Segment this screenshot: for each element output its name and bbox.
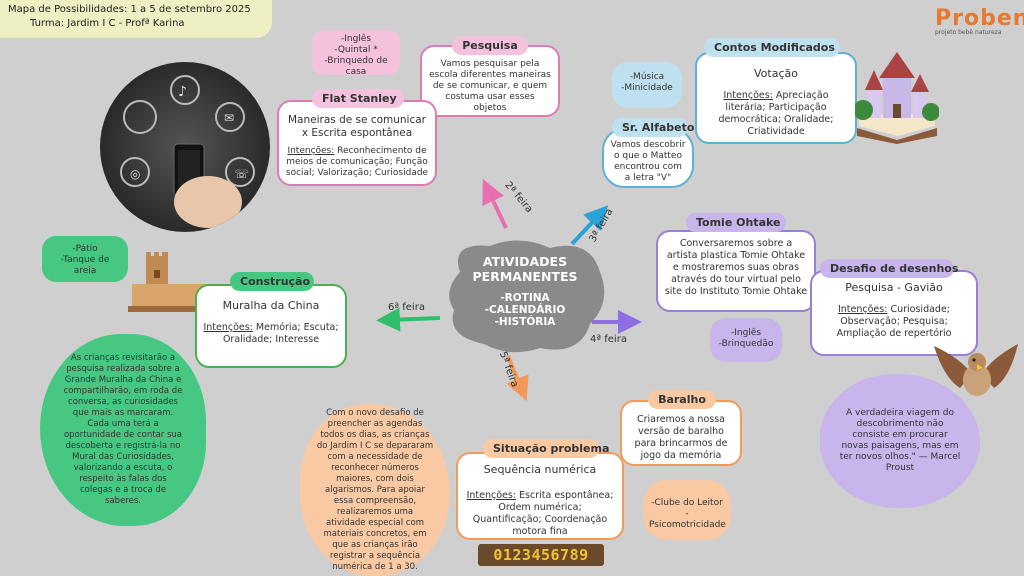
day-label-wednesday: 4ª feira: [590, 334, 627, 345]
svg-text:☏: ☏: [234, 167, 249, 181]
arrow-friday: [376, 307, 441, 332]
center-blob: ATIVIDADES PERMANENTES -ROTINA -CALENDÁR…: [440, 232, 610, 358]
svg-text:◎: ◎: [130, 167, 140, 181]
baralho-text: Criaremos a nossa versão de baralho para…: [634, 414, 728, 461]
blue-note-line: -Minicidade: [621, 83, 673, 93]
contos-tab: Contos Modificados: [704, 38, 840, 57]
intentions-label: Intenções:: [203, 322, 253, 333]
center-item: -CALENDÁRIO: [484, 304, 566, 316]
tomie-card: Conversaremos sobre a artista plastica T…: [656, 230, 816, 312]
pink-note-line: -Brinquedo de casa: [324, 56, 388, 77]
intentions-text: Memória; Escuta; Oralidade; Interesse: [222, 322, 339, 345]
blue-note: -Música -Minicidade: [612, 62, 682, 108]
pesquisa-card: Vamos pesquisar pela escola diferentes m…: [420, 45, 560, 117]
intentions-label: Intenções:: [466, 490, 517, 501]
orange-note-line: -Psicomotricidade: [649, 509, 726, 530]
logo-subtitle: projeto bebê natureza: [935, 29, 1002, 36]
center-title-line: PERMANENTES: [472, 269, 578, 284]
alfabeto-card: Vamos descobrir o que o Matteo encontrou…: [602, 128, 694, 188]
pesquisa-tab: Pesquisa: [452, 36, 528, 55]
construcao-card: Muralha da China Intenções: Memória; Esc…: [195, 284, 347, 368]
flat-stanley-tab: Flat Stanley: [312, 89, 404, 108]
desafio-title: Pesquisa - Gavião: [845, 281, 943, 294]
communication-photo: ♪ ✉ ◎ ☏: [100, 62, 270, 232]
orange-blob-text: Com o novo desafio de preencher as agend…: [316, 407, 434, 572]
purple-note-line: -Brinquedão: [718, 339, 774, 349]
number-strip-digits: 0123456789: [493, 546, 589, 564]
purple-note-line: -Inglês: [730, 328, 762, 338]
castle-book-drawing: [853, 52, 940, 144]
arrow-monday: [482, 179, 508, 229]
intentions-label: Intenções:: [837, 304, 888, 315]
header-box: Mapa de Possibilidades: 1 a 5 de setembr…: [0, 0, 272, 38]
day-label-friday: 6ª feira: [388, 302, 425, 313]
baralho-card: Criaremos a nossa versão de baralho para…: [620, 400, 742, 466]
green-blob: As crianças revisitarão a pesquisa reali…: [40, 334, 206, 526]
green-note-line: -Pátio: [72, 244, 98, 254]
blue-note-line: -Música: [629, 72, 665, 82]
orange-note-line: -Clube do Leitor: [651, 498, 723, 508]
tomie-tab: Tomie Ohtake: [686, 213, 786, 232]
intentions-text: Escrita espontânea; Ordem numérica; Quan…: [472, 490, 614, 537]
center-title: ATIVIDADES PERMANENTES: [440, 254, 610, 284]
pink-note: -Inglês -Quintal * -Brinquedo de casa: [312, 30, 400, 77]
flat-stanley-card: Maneiras de se comunicar x Escrita espon…: [277, 100, 437, 186]
hawk-image: [930, 338, 1022, 404]
alfabeto-tab: Sr. Alfabeto: [612, 118, 694, 137]
desafio-tab: Desafio de desenhos: [820, 259, 958, 278]
castle-book-image: [853, 48, 940, 144]
quote-text: A verdadeira viagem do descobrimento não…: [839, 408, 961, 473]
great-wall-drawing: [128, 252, 210, 312]
alfabeto-text: Vamos descobrir o que o Matteo encontrou…: [610, 140, 686, 183]
number-strip-image: 0123456789: [478, 544, 604, 566]
purple-note: -Inglês -Brinquedão: [710, 318, 782, 362]
arrow-tuesday: [570, 205, 609, 246]
construcao-title: Muralha da China: [222, 299, 320, 312]
intentions-text: Reconhecimento de meios de comunicação; …: [285, 146, 429, 178]
logo: Proben projeto bebê natureza: [935, 6, 1024, 36]
tomie-text: Conversaremos sobre a artista plastica T…: [664, 238, 808, 297]
center-item: -ROTINA: [500, 292, 550, 304]
center-title-line: ATIVIDADES: [482, 254, 568, 269]
logo-text: Proben: [935, 6, 1024, 31]
situacao-title: Sequência numérica: [483, 463, 597, 476]
great-wall-image: [128, 250, 210, 312]
contos-card: Votação Intenções: Apreciação literária;…: [695, 52, 857, 144]
pesquisa-text: Vamos pesquisar pela escola diferentes m…: [429, 59, 551, 113]
flat-stanley-title: Maneiras de se comunicar x Escrita espon…: [288, 114, 426, 139]
situacao-tab: Situação problema: [483, 439, 609, 458]
construcao-intentions: Intenções: Memória; Escuta; Oralidade; I…: [203, 322, 339, 346]
orange-note: -Clube do Leitor -Psicomotricidade: [643, 480, 731, 540]
pink-note-line: -Inglês: [340, 34, 372, 44]
intentions-text: Apreciação literária; Participação democ…: [718, 90, 834, 137]
quote-blob: A verdadeira viagem do descobrimento não…: [820, 374, 980, 508]
green-note: -Pátio -Tanque de areia: [42, 236, 128, 282]
green-blob-text: As crianças revisitarão a pesquisa reali…: [63, 353, 183, 506]
contos-title: Votação: [754, 67, 798, 80]
intentions-label: Intenções:: [287, 146, 335, 156]
arrow-thursday: [506, 355, 529, 402]
svg-text:♪: ♪: [178, 84, 187, 100]
contos-intentions: Intenções: Apreciação literária; Partici…: [703, 90, 849, 138]
intentions-label: Intenções:: [723, 90, 773, 101]
communication-icons-drawing: ♪ ✉ ◎ ☏: [120, 75, 255, 228]
header-class: Turma: Jardim I C - Profª Karina: [30, 18, 185, 29]
situacao-card: Sequência numérica Intenções: Escrita es…: [456, 452, 624, 540]
svg-text:✉: ✉: [224, 111, 234, 125]
green-note-line: -Tanque de areia: [60, 255, 110, 276]
pink-note-line: -Quintal *: [334, 45, 378, 55]
intentions-text: Curiosidade; Observação; Pesquisa; Ampli…: [836, 304, 952, 339]
center-blob-shape: [449, 240, 605, 353]
baralho-tab: Baralho: [648, 390, 716, 409]
header-title: Mapa de Possibilidades: 1 a 5 de setembr…: [8, 4, 251, 15]
desafio-intentions: Intenções: Curiosidade; Observação; Pesq…: [818, 304, 970, 340]
construcao-tab: Construção: [230, 272, 314, 291]
flat-stanley-intentions: Intenções: Reconhecimento de meios de co…: [285, 146, 429, 179]
hawk-drawing: [934, 344, 1018, 396]
situacao-intentions: Intenções: Escrita espontânea; Ordem num…: [464, 490, 616, 538]
center-items: -ROTINA -CALENDÁRIO -HISTÓRIA: [440, 292, 610, 328]
orange-blob: Com o novo desafio de preencher as agend…: [300, 404, 450, 576]
center-item: -HISTÓRIA: [494, 316, 556, 328]
